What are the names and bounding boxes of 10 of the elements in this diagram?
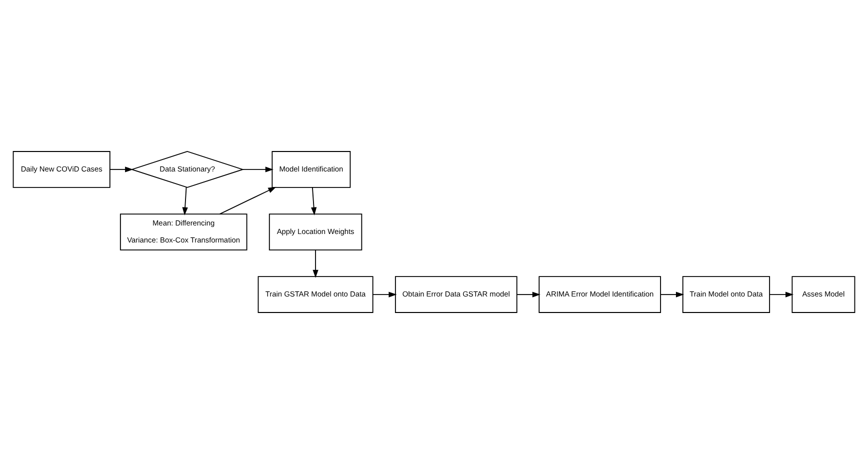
arrow (312, 250, 318, 278)
arrow (218, 186, 276, 214)
arrow (310, 187, 316, 216)
arrow (660, 292, 684, 298)
arrow (242, 166, 273, 172)
arrow (109, 166, 133, 172)
arrow (516, 292, 540, 298)
arrow (182, 186, 188, 216)
arrow (372, 292, 396, 298)
arrow (768, 292, 794, 298)
